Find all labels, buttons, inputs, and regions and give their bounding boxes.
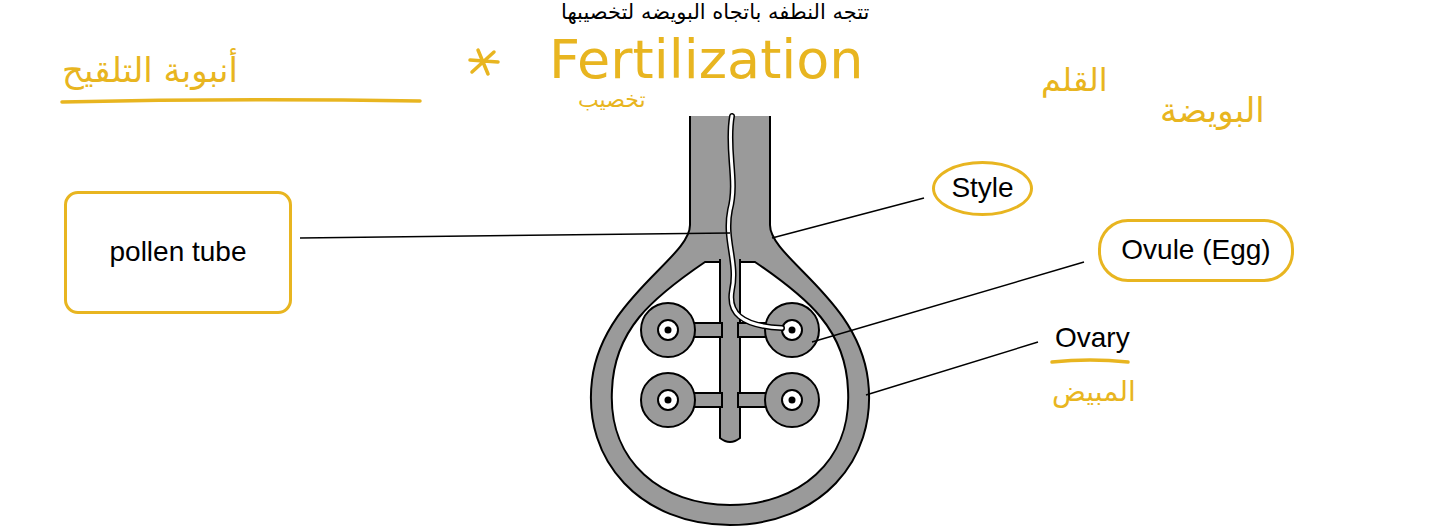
heading-note: تتجه النطفه باتجاه البويضه لتخصيبها — [561, 0, 869, 25]
ovule-stalks — [690, 323, 770, 407]
pistil-body — [591, 116, 869, 525]
handwritten-note: المبيض — [1052, 375, 1136, 409]
handwritten-note: البويضة — [1160, 90, 1265, 131]
callout-box: pollen tube — [64, 191, 292, 314]
handwritten-note: تخصيب — [578, 87, 646, 113]
marker-strokes — [62, 50, 1128, 362]
callout-box: Ovule (Egg) — [1098, 219, 1294, 282]
part-name: pollen tube — [109, 236, 246, 268]
pollen-tube-core — [728, 116, 782, 328]
handwritten-note: أنبوبة التلقيح — [62, 50, 238, 91]
ovules — [641, 303, 819, 427]
part-name: Ovary — [1055, 321, 1130, 355]
part-name: Style — [951, 172, 1013, 204]
part-name: Ovule (Egg) — [1121, 234, 1270, 266]
handwritten-note: Fertilization — [549, 28, 864, 93]
leader-lines — [300, 198, 1084, 395]
pollen-tube-line — [728, 116, 782, 328]
callout-ellipse: Style — [932, 161, 1033, 216]
handwritten-note: القلم — [1041, 61, 1108, 99]
